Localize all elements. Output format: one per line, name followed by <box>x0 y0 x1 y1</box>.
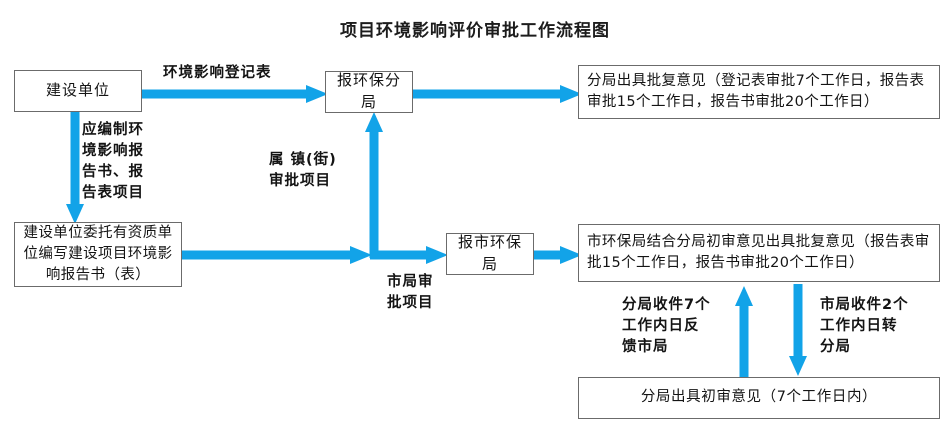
arrow-city-reply-down-to-initial-opinion <box>787 284 809 378</box>
label-should-prepare-report: 应编制环 境影响报 告书、报 告表项目 <box>82 122 144 202</box>
label-city-receive-transfer: 市局收件2个 工作内日转 分局 <box>820 297 909 356</box>
page-title: 项目环境影响评价审批工作流程图 <box>340 21 610 41</box>
arrow-branch-to-reply <box>410 84 582 104</box>
node-entrust-qualified-unit[interactable]: 建设单位委托有资质单位编写建设项目环境影响报告书（表） <box>14 222 182 287</box>
node-branch-initial-opinion[interactable]: 分局出具初审意见（7个工作日内） <box>578 377 940 419</box>
arrow-initial-opinion-up-to-city-reply <box>733 284 755 378</box>
arrow-junction-to-city-bureau <box>370 245 448 265</box>
arrow-construction-to-branch <box>138 84 328 104</box>
label-town-street-approval: 属 镇(街) 审批项目 <box>269 152 337 190</box>
arrow-construction-down-to-entrust <box>64 110 86 224</box>
label-branch-receive-feedback: 分局收件7个 工作内日反 馈市局 <box>622 297 711 356</box>
node-branch-reply-opinion[interactable]: 分局出具批复意见（登记表审批7个工作日，报告表审批15个工作日，报告书审批20个… <box>578 65 940 119</box>
node-city-reply-opinion[interactable]: 市环保局结合分局初审意见出具批复意见（报告表审批15个工作日，报告书审批20个工… <box>578 224 940 282</box>
label-registration-form: 环境影响登记表 <box>163 65 272 81</box>
arrow-entrust-to-junction <box>182 245 372 265</box>
arrow-city-bureau-to-city-reply <box>532 245 582 265</box>
node-report-branch-bureau[interactable]: 报环保分局 <box>325 71 413 113</box>
node-construction-unit[interactable]: 建设单位 <box>14 70 142 112</box>
label-city-bureau-approval: 市局审 批项目 <box>387 274 434 312</box>
arrow-junction-up-to-branch <box>363 110 385 258</box>
node-report-city-bureau[interactable]: 报市环保局 <box>446 233 534 275</box>
